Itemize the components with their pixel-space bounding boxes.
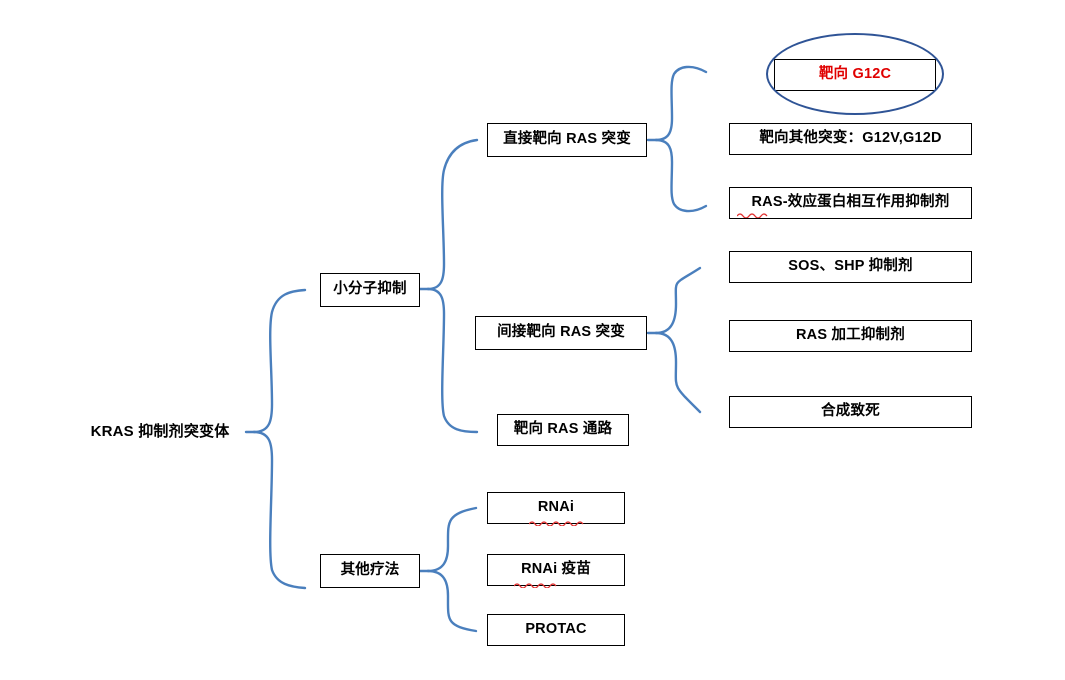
node-ras-effector-inhibitor[interactable]: RAS-效应蛋白相互作用抑制剂 [729,187,972,219]
node-ras-pathway[interactable]: 靶向 RAS 通路 [497,414,629,446]
node-direct-ras[interactable]: 直接靶向 RAS 突变 [487,123,647,157]
brace-direct-ras [646,65,708,213]
brace-small-molecule [418,138,479,434]
node-rnai-vaccine[interactable]: RNAi 疫苗 [487,554,625,586]
brace-other-therapies [418,506,478,633]
node-sos-shp-inhibitor[interactable]: SOS、SHP 抑制剂 [729,251,972,283]
brace-indirect-ras [646,266,702,414]
node-synthetic-lethality[interactable]: 合成致死 [729,396,972,428]
node-root[interactable]: KRAS 抑制剂突变体 [90,422,230,440]
node-ras-processing-inhibitor[interactable]: RAS 加工抑制剂 [729,320,972,352]
node-indirect-ras[interactable]: 间接靶向 RAS 突变 [475,316,647,350]
brace-root [244,288,307,590]
node-protac[interactable]: PROTAC [487,614,625,646]
node-small-molecule[interactable]: 小分子抑制 [320,273,420,307]
node-rnai[interactable]: RNAi [487,492,625,524]
node-target-other-mutations[interactable]: 靶向其他突变：G12V,G12D [729,123,972,155]
node-other-therapies[interactable]: 其他疗法 [320,554,420,588]
highlight-ellipse-icon [766,33,944,115]
